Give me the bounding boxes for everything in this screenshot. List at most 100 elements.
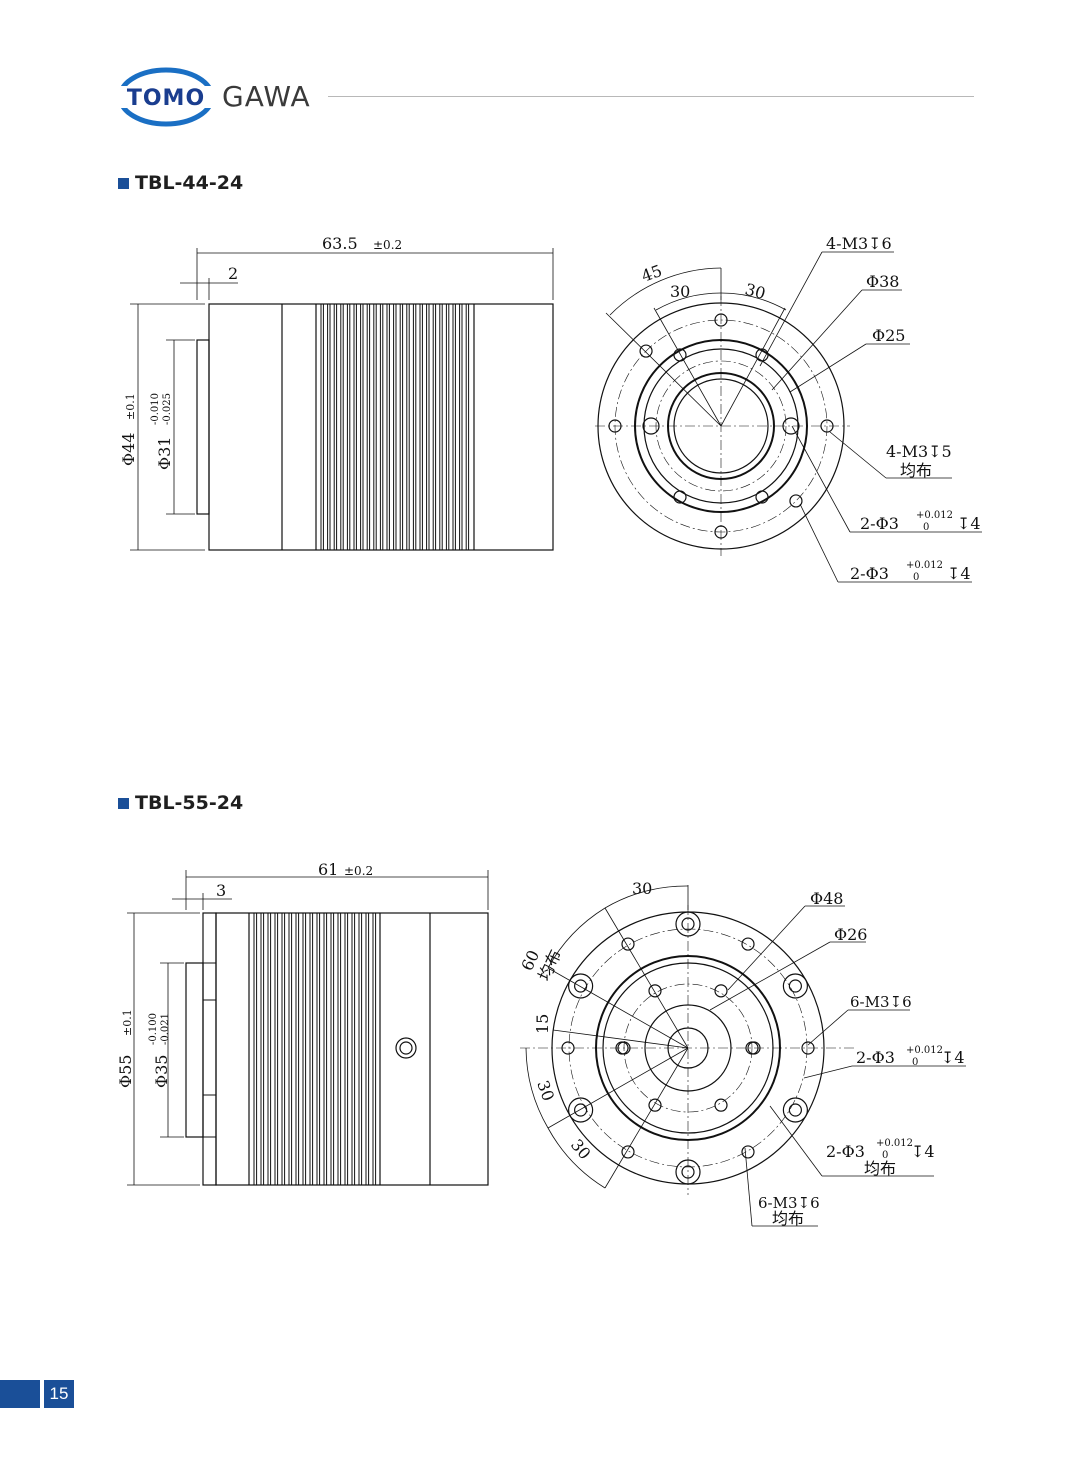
angle-15: 15 [533, 1014, 552, 1034]
label-pin-right-depth: ↧4 [941, 1048, 965, 1067]
section-title-text: TBL-55-24 [135, 792, 244, 814]
label-thread-right: 6-M3↧6 [850, 993, 912, 1011]
bolt-holes [561, 911, 815, 1185]
label-pin-right: 2-Φ3 [856, 1048, 895, 1067]
cutout [675, 911, 701, 937]
inner-thread-hole [648, 1098, 662, 1112]
mount-hole [714, 525, 728, 539]
label-d25: Φ25 [872, 326, 905, 345]
drawing-tbl-44: 63.5 ±0.2 2 Φ44 ±0.1 Φ31 -0.010 -0.025 [0, 225, 1080, 610]
angle-30-left: 30 [533, 1078, 558, 1104]
page-number-band [0, 1380, 40, 1408]
inner-thread-hole [714, 1098, 728, 1112]
brand-name: GAWA [222, 80, 311, 113]
angle-30-top: 30 [632, 879, 652, 898]
thread-hole [801, 1041, 815, 1055]
angle-30-right: 30 [743, 280, 768, 304]
side-body [208, 303, 554, 551]
label-thread-top: 4-M3↧6 [826, 234, 892, 253]
pin-hole [617, 1041, 631, 1055]
pin-hole [639, 344, 653, 358]
label-pin-bottom: 2-Φ3 [826, 1142, 865, 1161]
section-title-tbl-55: TBL-55-24 [118, 792, 243, 814]
mount-hole [788, 1103, 802, 1117]
section-title-text: TBL-44-24 [135, 172, 244, 194]
thread-hole [755, 348, 769, 362]
section-title-tbl-44: TBL-44-24 [118, 172, 243, 194]
page-number-tab: 15 [0, 1380, 74, 1408]
title-bullet [118, 177, 129, 189]
label-thread-bottom: 6-M3↧6 [758, 1194, 820, 1212]
bellows-grooves [320, 304, 470, 550]
tbl-55-technical-drawing: 61 ±0.2 3 Φ55 ±0.1 Φ35 -0.100 -0.021 [116, 860, 966, 1228]
thread-hole [741, 937, 755, 951]
label-pin-bottom-tol-u: +0.012 [876, 1138, 913, 1149]
label-pin-bottom-tol-l: 0 [882, 1150, 888, 1161]
dim-inner-dia: Φ31 [155, 437, 174, 470]
label-pin1-depth: ↧4 [957, 514, 981, 533]
thread-hole [673, 490, 687, 504]
label-pin1-tol-l: 0 [923, 522, 929, 533]
pin-hole [642, 417, 660, 435]
dim-step: 2 [228, 264, 238, 283]
page-header: TOMO GAWA [118, 66, 978, 128]
dim-inner-tol-upper: -0.100 [148, 1013, 159, 1045]
cutout [568, 1097, 594, 1123]
dim-outer-tol: ±0.1 [121, 1009, 134, 1036]
label-pin2-tol-l: 0 [913, 572, 919, 583]
cutout [782, 973, 808, 999]
thread-hole [621, 937, 635, 951]
mount-hole [681, 917, 695, 931]
angle-30-bottom: 30 [567, 1135, 595, 1163]
label-d48: Φ48 [810, 889, 843, 908]
header-divider [328, 96, 974, 97]
thread-hole [755, 490, 769, 504]
angle-30-left: 30 [670, 282, 690, 301]
logo-text: TOMO [127, 86, 205, 111]
thread-hole [673, 348, 687, 362]
dim-inner-tol-lower: -0.021 [160, 1013, 171, 1045]
label-pin1: 2-Φ3 [860, 514, 899, 533]
label-pin2-depth: ↧4 [947, 564, 971, 583]
label-pin2: 2-Φ3 [850, 564, 889, 583]
label-even: 均布 [900, 461, 932, 480]
dim-inner-tol-upper: -0.010 [150, 393, 161, 425]
dim-length-tol: ±0.2 [373, 238, 402, 252]
label-d38: Φ38 [866, 272, 899, 291]
inner-thread-hole [648, 984, 662, 998]
mount-hole [681, 1165, 695, 1179]
label-even-left: 均布 [534, 947, 565, 984]
tbl-44-technical-drawing: 63.5 ±0.2 2 Φ44 ±0.1 Φ31 -0.010 -0.025 [119, 234, 982, 583]
label-pin-bottom-depth: ↧4 [911, 1142, 935, 1161]
pin-hole [782, 417, 800, 435]
inner-thread-hole [714, 984, 728, 998]
angle-45: 45 [639, 261, 665, 286]
mount-hole [788, 979, 802, 993]
cutout [675, 1159, 701, 1185]
thread-hole [561, 1041, 575, 1055]
thread-hole [741, 1145, 755, 1159]
dim-step: 3 [216, 881, 226, 900]
dim-outer-dia: Φ44 [119, 433, 138, 466]
mount-hole [820, 419, 834, 433]
label-pin1-tol-u: +0.012 [916, 510, 953, 521]
bellows-grooves [203, 913, 377, 1185]
tomo-logo: TOMO [118, 67, 216, 127]
label-pin2-tol-u: +0.012 [906, 560, 943, 571]
dim-length-tol: ±0.2 [344, 864, 373, 878]
dim-outer-dia: Φ55 [116, 1055, 135, 1088]
dim-inner-dia: Φ35 [152, 1055, 171, 1088]
mount-hole [608, 419, 622, 433]
thread-hole [621, 1145, 635, 1159]
mount-hole [714, 313, 728, 327]
pin-hole [789, 494, 803, 508]
label-even-bottom: 均布 [864, 1159, 896, 1178]
dim-length: 61 [318, 860, 338, 879]
label-thread-mid: 4-M3↧5 [886, 442, 952, 461]
dim-outer-tol: ±0.1 [124, 393, 137, 420]
label-pin-right-tol-u: +0.012 [906, 1045, 943, 1056]
title-bullet [118, 797, 129, 809]
label-pin-right-tol-l: 0 [912, 1057, 918, 1068]
label-d26: Φ26 [834, 925, 867, 944]
pin-hole [745, 1041, 759, 1055]
